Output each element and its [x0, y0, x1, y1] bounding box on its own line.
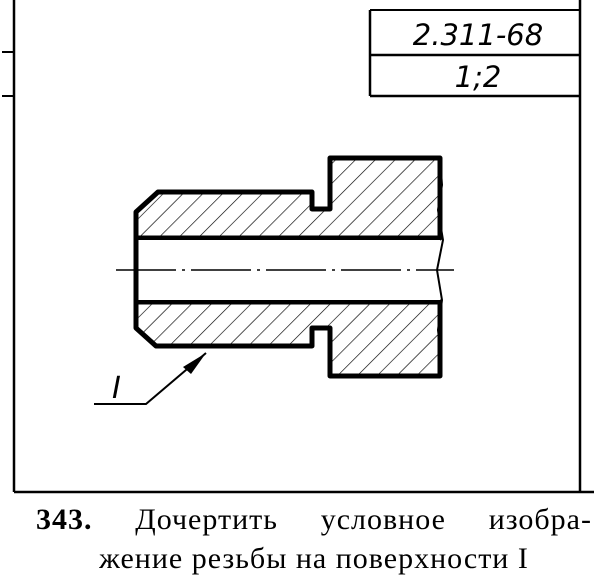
- leader-arrow: [183, 353, 206, 374]
- leader: I: [94, 352, 207, 406]
- leader-label: I: [112, 371, 121, 406]
- leader-line: [94, 352, 207, 405]
- sheet-frame: [2, 0, 594, 494]
- caption-word-2: условное: [320, 503, 446, 536]
- part-section: [116, 155, 454, 379]
- standard-number: 2.311-68: [413, 18, 543, 52]
- upper-wall-section: [133, 155, 443, 241]
- caption-line-2: жение резьбы на поверхности I: [99, 542, 529, 575]
- drawing-sheet: 2.311-68 1;2 I: [2, 0, 594, 494]
- caption-word-3: изобра-: [488, 503, 592, 536]
- caption-word-1: Дочертить: [135, 503, 278, 536]
- scale-value: 1;2: [455, 60, 502, 94]
- title-block: 2.311-68 1;2: [368, 9, 580, 98]
- exercise-caption: 343. Дочертить условное изобра- жение ре…: [36, 500, 592, 578]
- lower-wall-section: [133, 299, 443, 379]
- exercise-number: 343.: [36, 503, 93, 536]
- caption-line-1: 343. Дочертить условное изобра-: [36, 500, 592, 539]
